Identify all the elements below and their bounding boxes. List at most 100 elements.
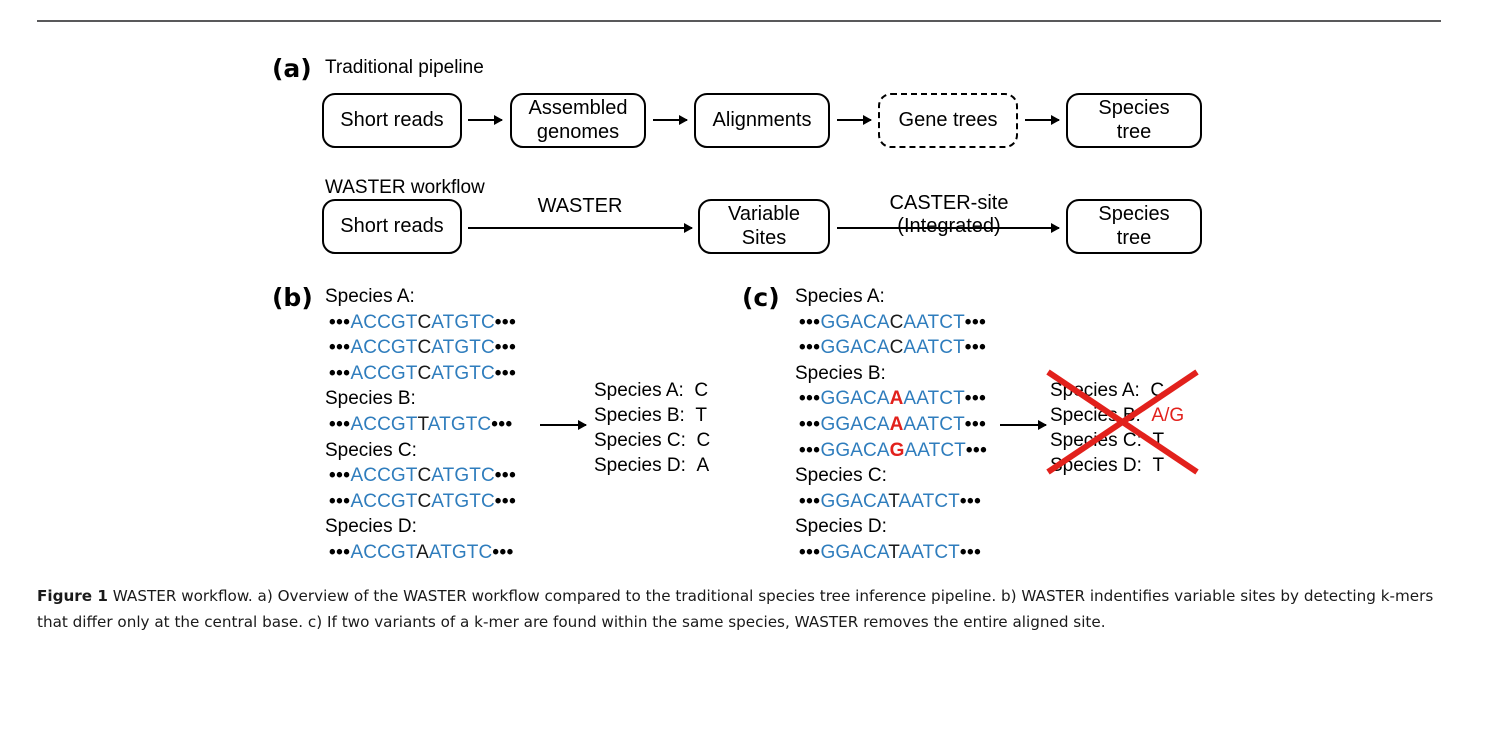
result-row: Species D: A — [594, 453, 718, 478]
species-group-label: Species C: — [325, 439, 417, 461]
species-group-label: Species B: — [795, 362, 886, 384]
kmer-suffix: ATGTC — [431, 311, 495, 333]
ellipsis-dots-icon: ••• — [494, 465, 517, 487]
ellipsis-dots-icon: ••• — [329, 337, 351, 359]
result-species-label: Species B: — [1050, 405, 1152, 426]
result-row: Species A: C — [594, 378, 718, 403]
kmer-prefix: GGACA — [820, 311, 890, 333]
flow-box-label: Gene trees — [898, 108, 998, 131]
ellipsis-dots-icon: ••• — [964, 311, 987, 333]
figure-caption: Figure 1 WASTER workflow. a) Overview of… — [37, 584, 1443, 635]
kmer-suffix: AATCT — [904, 439, 966, 461]
kmer-central-base: C — [417, 337, 432, 359]
ellipsis-dots-icon: ••• — [491, 414, 513, 435]
ellipsis-dots-icon: ••• — [329, 465, 351, 487]
kmer-suffix: ATGTC — [431, 490, 495, 512]
kmer-suffix: ATGTC — [431, 362, 495, 384]
result-base-value: T — [1152, 455, 1165, 476]
kmer-suffix: ATGTC — [428, 542, 493, 563]
panel-b-letter: (b) — [272, 283, 313, 312]
flow-box-short-reads-traditional[interactable]: Short reads — [322, 93, 462, 148]
ellipsis-dots-icon: ••• — [799, 439, 821, 461]
ellipsis-dots-icon: ••• — [799, 414, 821, 435]
traditional-pipeline-title: Traditional pipeline — [325, 57, 484, 78]
kmer-central-base: C — [889, 337, 904, 359]
ellipsis-dots-icon: ••• — [964, 388, 987, 410]
ellipsis-dots-icon: ••• — [494, 362, 517, 384]
flow-box-label: Short reads — [340, 108, 444, 131]
kmer-prefix: GGACA — [820, 542, 889, 563]
result-base-value: C — [1150, 380, 1165, 401]
kmer-read: •••ACCGTCATGTC••• — [329, 492, 516, 511]
arrow-panel-b-to-result — [540, 424, 586, 426]
ellipsis-dots-icon: ••• — [965, 439, 988, 461]
result-row: Species B: T — [594, 403, 718, 428]
kmer-read: •••GGACAAAATCT••• — [799, 389, 986, 408]
arrow-waster — [468, 227, 692, 229]
kmer-read: •••GGACACAATCT••• — [799, 313, 986, 332]
ellipsis-dots-icon: ••• — [329, 311, 351, 333]
ellipsis-dots-icon: ••• — [492, 542, 514, 563]
arrow-label-caster-integrated: (Integrated) — [897, 215, 1001, 237]
ellipsis-dots-icon: ••• — [799, 542, 821, 563]
result-row: Species D: T — [1050, 453, 1184, 478]
kmer-suffix: AATCT — [898, 490, 960, 512]
result-base-value: T — [695, 405, 707, 426]
arrow-genetrees-to-speciestree — [1025, 119, 1059, 121]
flow-box-gene-trees[interactable]: Gene trees — [878, 93, 1018, 148]
result-base-value: C — [696, 430, 711, 451]
kmer-prefix: ACCGT — [350, 311, 418, 333]
arrow-reads-to-genomes — [468, 119, 502, 121]
flow-box-short-reads-waster[interactable]: Short reads — [322, 199, 462, 254]
ellipsis-dots-icon: ••• — [964, 414, 987, 435]
flow-box-alignments[interactable]: Alignments — [694, 93, 830, 148]
ellipsis-dots-icon: ••• — [494, 490, 517, 512]
kmer-central-base: A — [416, 542, 429, 563]
kmer-prefix: GGACA — [820, 414, 890, 435]
ellipsis-dots-icon: ••• — [329, 542, 351, 563]
kmer-prefix: GGACA — [820, 337, 890, 359]
kmer-read: •••GGACATAATCT••• — [799, 492, 981, 511]
result-species-label: Species B: — [594, 405, 696, 426]
kmer-read: •••ACCGTCATGTC••• — [329, 338, 516, 357]
waster-workflow-title: WASTER workflow — [325, 177, 485, 198]
ellipsis-dots-icon: ••• — [964, 337, 987, 359]
ellipsis-dots-icon: ••• — [799, 337, 821, 359]
kmer-central-base: C — [417, 490, 432, 512]
kmer-read: •••GGACAAAATCT••• — [799, 415, 986, 434]
result-base-value: C — [694, 380, 709, 401]
kmer-read: •••ACCGTCATGTC••• — [329, 364, 516, 383]
kmer-central-base: C — [417, 362, 432, 384]
kmer-read: •••ACCGTCATGTC••• — [329, 313, 516, 332]
kmer-central-base: A — [889, 414, 904, 435]
kmer-suffix: AATCT — [903, 311, 965, 333]
kmer-suffix: AATCT — [903, 337, 965, 359]
result-base-value: A — [696, 455, 710, 476]
kmer-central-base: T — [417, 414, 428, 435]
arrow-label-waster: WASTER — [537, 195, 623, 217]
result-row: Species C: T — [1050, 428, 1184, 453]
kmer-prefix: GGACA — [820, 439, 890, 461]
result-species-label: Species C: — [1050, 430, 1153, 451]
species-group-label: Species B: — [325, 388, 416, 410]
arrow-genomes-to-alignments — [653, 119, 687, 121]
result-row: Species B: A/G — [1050, 403, 1184, 428]
result-species-label: Species A: — [594, 380, 695, 401]
ellipsis-dots-icon: ••• — [959, 490, 982, 512]
kmer-central-base: T — [888, 490, 899, 512]
ellipsis-dots-icon: ••• — [494, 311, 517, 333]
ellipsis-dots-icon: ••• — [799, 311, 821, 333]
ellipsis-dots-icon: ••• — [799, 388, 821, 410]
species-group-label: Species D: — [325, 516, 417, 538]
kmer-prefix: ACCGT — [350, 337, 418, 359]
kmer-read: •••ACCGTCATGTC••• — [329, 466, 516, 485]
